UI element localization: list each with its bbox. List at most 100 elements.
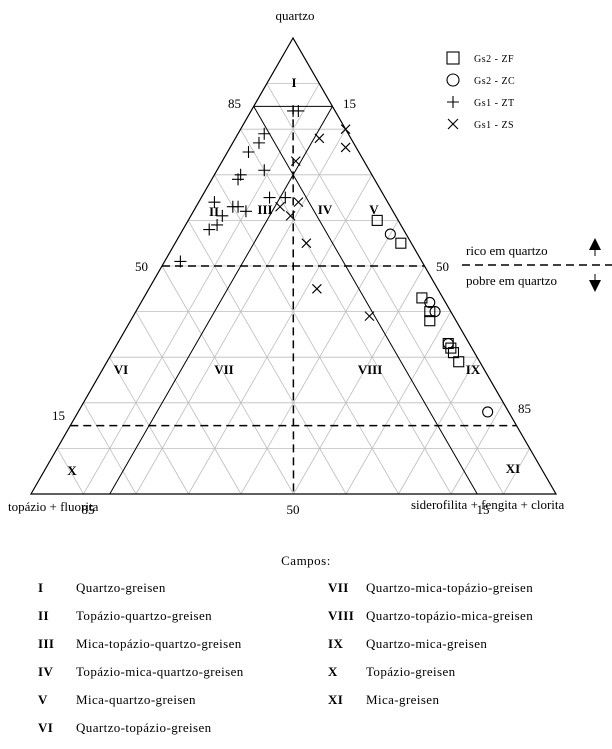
tick-label-right-85: 85 <box>518 401 531 416</box>
grid-line <box>188 174 373 495</box>
data-point-cross <box>340 142 351 153</box>
field-number: I <box>38 580 44 595</box>
data-point-circle <box>442 337 454 350</box>
data-point-square <box>453 356 465 368</box>
data-point-plus <box>232 173 245 186</box>
grid-line <box>345 311 452 495</box>
field-number: VIII <box>328 608 355 623</box>
data-point-plus <box>232 200 245 213</box>
field-marker-III: III <box>257 202 272 217</box>
grid-line <box>56 448 84 495</box>
data-point-plus <box>242 146 255 158</box>
field-number: IX <box>328 636 344 651</box>
grid-line <box>214 174 399 495</box>
grid-line <box>161 265 294 495</box>
field-marker-I: I <box>291 75 296 90</box>
apex-label-quartzo: quartzo <box>276 8 315 23</box>
data-point-circle <box>482 406 494 418</box>
grid-line <box>503 448 531 495</box>
field-legend-item: XI Mica-greisen <box>328 692 439 708</box>
field-marker-IX: IX <box>466 362 481 377</box>
field-number: X <box>328 664 338 679</box>
ternary-triangle-outline <box>29 36 558 495</box>
legend-label: Gs2 - ZC <box>474 76 515 87</box>
field-name: Mica-quartzo-greisen <box>76 692 196 707</box>
data-point-cross <box>312 283 322 294</box>
data-point-cross <box>285 210 296 221</box>
data-point-cross <box>275 201 285 212</box>
data-point-plus <box>234 168 247 181</box>
data-point-plus <box>252 136 265 149</box>
data-point-plus <box>216 209 229 222</box>
field-marker-VII: VII <box>214 362 234 377</box>
field-legend-item: V Mica-quartzo-greisen <box>38 692 196 708</box>
tick-label-left-15: 15 <box>52 408 65 423</box>
data-point-circle <box>429 306 441 318</box>
data-point-cross <box>314 133 325 144</box>
grid-line <box>450 402 504 495</box>
field-legend-item: IV Topázio-mica-quartzo-greisen <box>38 664 244 680</box>
field-marker-XI: XI <box>506 461 520 476</box>
data-point-cross <box>364 311 375 322</box>
tick-label-bottom-15: 15 <box>477 502 490 517</box>
field-marker-VIII: VIII <box>358 362 383 377</box>
data-point-plus <box>292 104 305 117</box>
field-number: III <box>38 636 55 651</box>
field-boundaries <box>70 105 517 495</box>
field-name: Quartzo-topázio-greisen <box>76 720 212 735</box>
field-marker-V: V <box>369 202 379 217</box>
legend-cross-icon <box>447 118 459 130</box>
field-name: Quartzo-mica-greisen <box>366 636 488 651</box>
boundary-topazio-15 <box>253 106 478 495</box>
data-point-plus <box>258 164 271 177</box>
annotation-pobre-em-quartzo: pobre em quartzo <box>466 273 557 288</box>
data-point-cross <box>340 124 351 135</box>
field-name: Topázio-greisen <box>366 664 456 679</box>
field-name: Quartzo-topázio-mica-greisen <box>366 608 534 623</box>
field-number: VI <box>38 720 54 735</box>
data-point-plus <box>263 191 276 204</box>
data-point-plus <box>208 196 221 209</box>
data-point-square <box>424 315 436 327</box>
field-marker-X: X <box>67 463 77 478</box>
grid-line <box>135 311 242 495</box>
data-points <box>174 104 494 418</box>
field-number: VII <box>328 580 349 595</box>
legend-label: Gs2 - ZF <box>474 54 514 65</box>
grid-line <box>266 83 504 495</box>
field-marker-IV: IV <box>318 202 333 217</box>
legend-square-icon <box>446 51 460 65</box>
data-point-plus <box>203 223 216 236</box>
tick-label-left-50: 50 <box>135 259 148 274</box>
data-point-plus <box>174 255 187 268</box>
data-point-cross <box>293 197 304 208</box>
fields-legend-title: Campos: <box>281 553 331 568</box>
data-point-cross <box>290 156 301 167</box>
field-name: Topázio-quartzo-greisen <box>76 608 213 623</box>
field-number: IV <box>38 664 54 679</box>
boundary-mica-15 <box>109 106 333 495</box>
grid-line <box>83 83 320 495</box>
field-number: V <box>38 692 48 707</box>
field-legend-item: VIII Quartzo-topázio-mica-greisen <box>328 608 533 624</box>
field-number: II <box>38 608 49 623</box>
field-marker-VI: VI <box>114 362 128 377</box>
field-legend-item: IX Quartzo-mica-greisen <box>328 636 487 652</box>
field-number: XI <box>328 692 344 707</box>
field-name: Mica-topázio-quartzo-greisen <box>76 636 242 651</box>
field-legend-item: II Topázio-quartzo-greisen <box>38 608 212 624</box>
data-point-plus <box>279 191 292 204</box>
field-name: Topázio-mica-quartzo-greisen <box>76 664 244 679</box>
legend-label: Gs1 - ZS <box>474 120 514 131</box>
field-name: Mica-greisen <box>366 692 440 707</box>
arrow-up-icon <box>589 238 601 250</box>
data-point-plus <box>211 218 224 231</box>
data-point-plus <box>258 127 271 140</box>
tick-label-bottom-50: 50 <box>287 502 300 517</box>
tick-label-left-85: 85 <box>228 96 241 111</box>
grid-line <box>293 265 425 495</box>
grid-line <box>83 402 137 495</box>
